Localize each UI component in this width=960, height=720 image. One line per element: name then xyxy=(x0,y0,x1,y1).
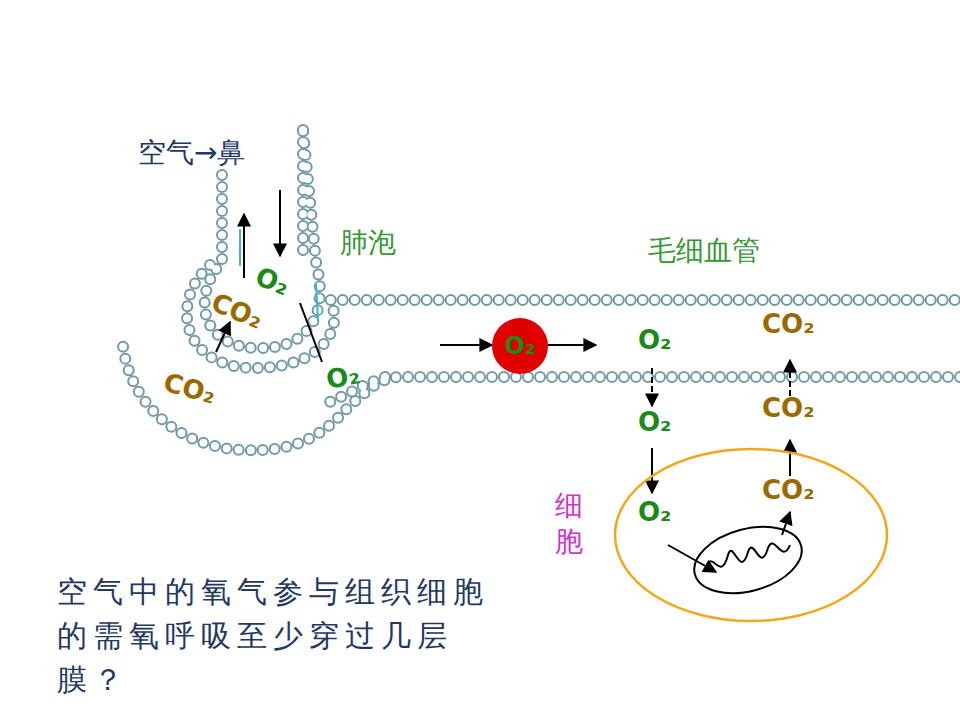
part-name: 肺泡 xyxy=(340,228,396,259)
gas-label: CO₂ xyxy=(161,368,219,409)
red-blood-cell: O₂ xyxy=(492,318,548,374)
question-caption: 空气中的氧气参与组织细胞 的需氧呼吸至少穿过几层膜？ xyxy=(57,570,497,702)
membranes xyxy=(122,130,960,450)
gas-label: CO₂ xyxy=(762,310,815,339)
gas-label: O₂ xyxy=(251,262,293,301)
gas-label: CO₂ xyxy=(762,394,815,423)
gas-label: O₂ xyxy=(324,360,362,394)
part-name: 毛细血管 xyxy=(648,236,760,267)
gas-label: O₂ xyxy=(638,326,672,355)
gas-label: O₂ xyxy=(505,332,536,360)
mitochondrion xyxy=(687,516,809,604)
gas-label: O₂ xyxy=(638,498,672,527)
arrows xyxy=(216,190,790,572)
gas-label: CO₂ xyxy=(207,288,266,334)
gas-label: CO₂ xyxy=(762,476,815,505)
title-label: 空气→鼻 xyxy=(138,138,245,169)
tissue-cell: 细胞 xyxy=(555,446,889,624)
cell-heading: 细胞 xyxy=(555,488,583,560)
cell-outline xyxy=(555,446,889,624)
cell-membrane xyxy=(615,449,887,621)
gas-label: O₂ xyxy=(638,408,672,437)
